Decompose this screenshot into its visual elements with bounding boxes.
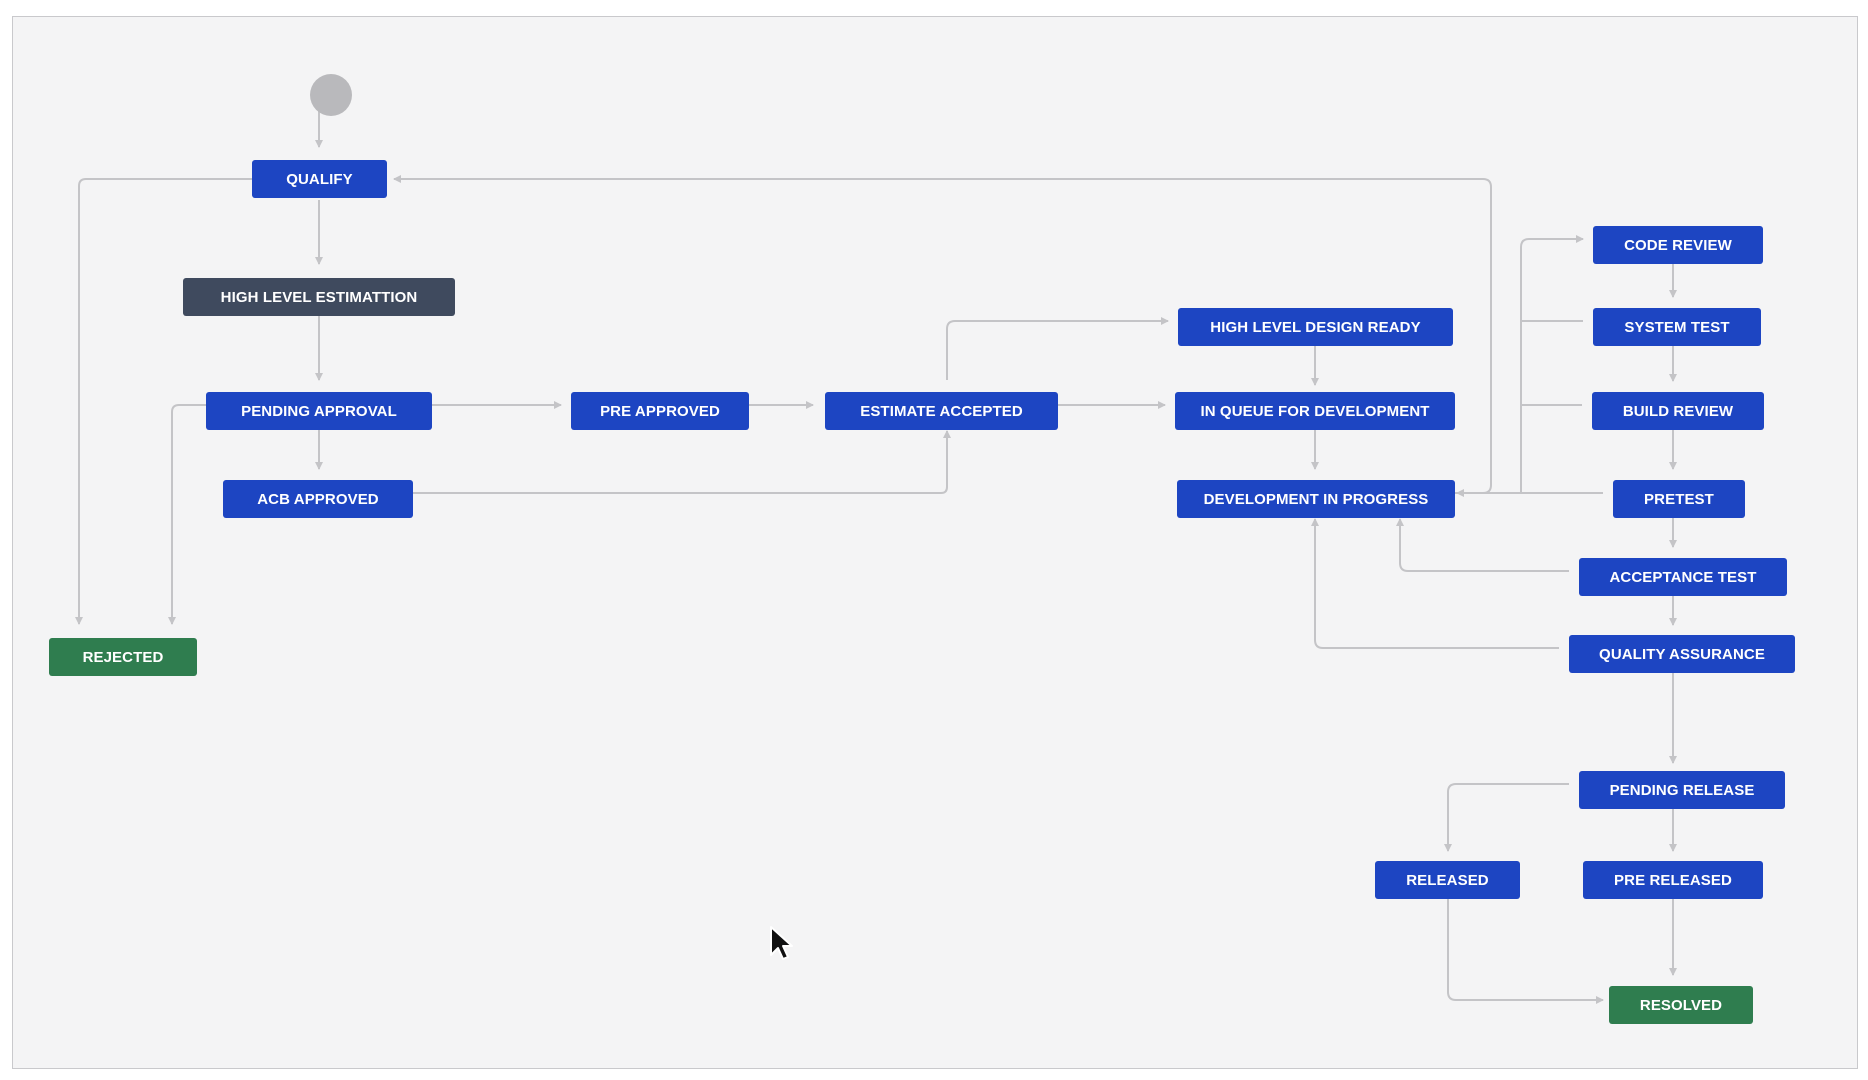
state-quality-assurance[interactable]: QUALITY ASSURANCE xyxy=(1569,635,1795,673)
state-pre-released[interactable]: PRE RELEASED xyxy=(1583,861,1763,899)
state-code-review[interactable]: CODE REVIEW xyxy=(1593,226,1763,264)
state-in-queue-for-development[interactable]: IN QUEUE FOR DEVELOPMENT xyxy=(1175,392,1455,430)
state-pretest[interactable]: PRETEST xyxy=(1613,480,1745,518)
state-estimate-accepted[interactable]: ESTIMATE ACCEPTED xyxy=(825,392,1058,430)
edge-trunk xyxy=(1520,235,1584,493)
state-high-level-design-ready[interactable]: HIGH LEVEL DESIGN READY xyxy=(1178,308,1453,346)
edge-released-resolved xyxy=(1447,896,1604,1004)
mouse-pointer-icon xyxy=(770,926,793,960)
start-node xyxy=(310,74,352,116)
state-qualify[interactable]: QUALIFY xyxy=(252,160,387,198)
edge-pending-rejected xyxy=(168,404,206,625)
transition-edges xyxy=(75,103,1677,1004)
state-rejected[interactable]: REJECTED xyxy=(49,638,197,676)
state-system-test[interactable]: SYSTEM TEST xyxy=(1593,308,1761,346)
state-development-in-progress[interactable]: DEVELOPMENT IN PROGRESS xyxy=(1177,480,1455,518)
state-resolved[interactable]: RESOLVED xyxy=(1609,986,1753,1024)
state-pre-approved[interactable]: PRE APPROVED xyxy=(571,392,749,430)
state-released[interactable]: RELEASED xyxy=(1375,861,1520,899)
state-high-level-estimation[interactable]: HIGH LEVEL ESTIMATTION xyxy=(183,278,455,316)
workflow-diagram-canvas: QUALIFY HIGH LEVEL ESTIMATTION PENDING A… xyxy=(12,16,1858,1069)
edge-qualify-rejected xyxy=(75,178,252,625)
edge-pendingrelease-released xyxy=(1444,783,1569,852)
state-pending-approval[interactable]: PENDING APPROVAL xyxy=(206,392,432,430)
edge-acceptance-dev xyxy=(1396,518,1569,572)
state-build-review[interactable]: BUILD REVIEW xyxy=(1592,392,1764,430)
edge-qa-dev xyxy=(1311,518,1559,649)
edge-estimate-design xyxy=(946,317,1169,380)
edge-acb-estimate xyxy=(413,430,951,494)
state-acceptance-test[interactable]: ACCEPTANCE TEST xyxy=(1579,558,1787,596)
state-acb-approved[interactable]: ACB APPROVED xyxy=(223,480,413,518)
state-pending-release[interactable]: PENDING RELEASE xyxy=(1579,771,1785,809)
